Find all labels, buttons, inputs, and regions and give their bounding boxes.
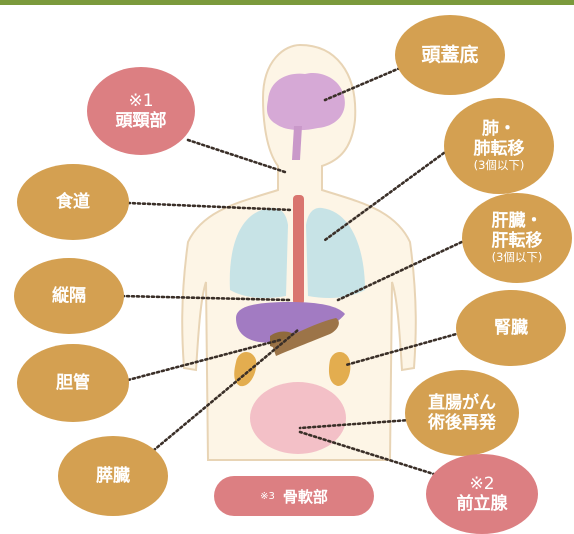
label-pancreas: 膵臓 [58,436,168,516]
kidney-text: 腎臓 [494,318,528,338]
label-lung: 肺・ 肺転移 (3個以下) [444,98,554,194]
bone-text: 骨軟部 [283,486,328,507]
label-liver: 肝臓・ 肝転移 (3個以下) [462,193,572,283]
bile-duct-text: 胆管 [56,373,90,393]
lung-line2: 肺転移 [474,139,525,159]
label-bone-soft-tissue: ※3 骨軟部 [214,476,374,516]
label-skull-base: 頭蓋底 [395,15,505,95]
head-neck-text: 頭頸部 [116,111,167,131]
prostate-mark: ※2 [469,474,494,494]
liver-line2: 肝転移 [492,231,543,251]
label-prostate: ※2 前立腺 [426,454,538,534]
rectal-line2: 術後再発 [428,413,496,433]
rectal-line1: 直腸がん [428,393,496,413]
label-head-neck: ※1 頭頸部 [87,67,195,155]
head-neck-mark: ※1 [128,91,153,111]
lung-sub: (3個以下) [474,159,525,173]
label-rectal-recurrence: 直腸がん 術後再発 [405,370,519,456]
mediastinum-text: 縦隔 [52,286,86,306]
esophagus-tube [293,195,304,305]
liver-line1: 肝臓・ [492,211,543,231]
label-mediastinum: 縦隔 [14,258,124,334]
label-bile-duct: 胆管 [17,344,129,422]
lung-line1: 肺・ [482,119,516,139]
label-kidney: 腎臓 [456,290,566,366]
liver-sub: (3個以下) [492,251,543,265]
pancreas-text: 膵臓 [96,466,130,486]
brain [267,73,345,130]
prostate-text: 前立腺 [457,494,508,514]
bone-mark: ※3 [260,491,275,502]
bladder [250,382,346,454]
label-esophagus: 食道 [17,164,129,240]
skull-base-text: 頭蓋底 [421,44,478,66]
esophagus-text: 食道 [56,192,90,212]
